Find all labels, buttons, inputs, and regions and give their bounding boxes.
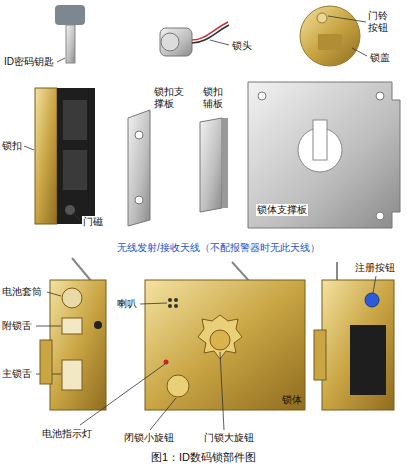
part-label: 锁扣支撑板 xyxy=(153,86,187,109)
lock-right-figure xyxy=(314,262,394,410)
part-label: 主锁舌 xyxy=(2,368,32,380)
part-label: 锁盖 xyxy=(370,52,390,64)
strike-aux-plate-figure xyxy=(200,118,228,212)
part-label: 门磁 xyxy=(82,216,104,228)
part-label: 无线发射/接收天线（不配报警器时无此天线） xyxy=(116,242,321,254)
part-label: 门铃按钮 xyxy=(368,10,392,33)
strike-support-plate-figure xyxy=(128,110,150,226)
part-label: 锁体 xyxy=(282,394,302,406)
part-label: 门锁大旋钮 xyxy=(204,432,254,444)
part-label: 锁头 xyxy=(232,40,252,52)
cylinder-figure xyxy=(160,22,229,56)
part-label: 锁扣 xyxy=(2,140,22,152)
lock-front-figure xyxy=(80,262,305,430)
figure-caption: 图1：ID数码锁部件图 xyxy=(0,450,407,465)
part-label: 喇叭 xyxy=(116,298,138,310)
part-label: 电池套筒 xyxy=(2,286,42,298)
part-label: 注册按钮 xyxy=(354,262,400,274)
part-label: 锁扣辅板 xyxy=(202,86,228,109)
lock-side-figure xyxy=(36,258,106,410)
part-label: 附锁舌 xyxy=(2,320,32,332)
part-label: 闭锁小旋钮 xyxy=(124,432,174,444)
part-label: ID密码钥匙 xyxy=(4,56,54,68)
key-figure xyxy=(55,5,85,63)
part-label: 锁体支撑板 xyxy=(256,204,308,216)
part-label: 电池指示灯 xyxy=(42,428,92,440)
strike-box-figure xyxy=(24,88,95,224)
body-support-plate-figure xyxy=(248,82,400,228)
cover-figure xyxy=(300,6,367,66)
